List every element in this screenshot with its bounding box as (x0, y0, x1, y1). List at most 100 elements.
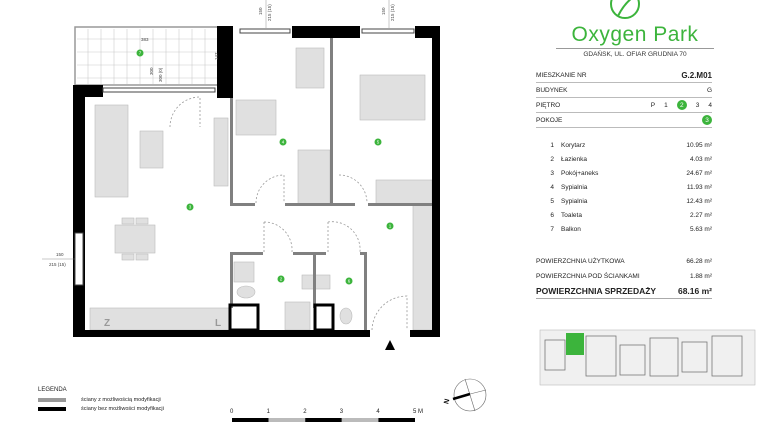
floor-option-1: 1 (664, 101, 668, 109)
room-name: Toaleta (561, 211, 582, 219)
window-left2-dim: 215 (15) (49, 262, 66, 267)
room-area: 4.03 m² (689, 155, 712, 163)
apartment-label: MIESZKANIE NR (536, 71, 587, 79)
key-plan-block (619, 344, 646, 376)
doors (169, 96, 408, 331)
fridge-mark: Z (104, 318, 110, 329)
floor-label: PIĘTRO (536, 101, 561, 109)
brand-name: Oxygen Park (571, 23, 699, 46)
compass-north-label: N (443, 398, 451, 405)
legend-swatch-gray (38, 398, 66, 402)
wall-area-label: POWIERZCHNIA POD ŚCIANKAMI (536, 272, 640, 280)
scale-label: 1 (266, 409, 270, 415)
scale-segment (268, 418, 306, 422)
room-marker-number: 4 (282, 140, 285, 145)
legend-swatch-black (38, 407, 66, 411)
room-name: Balkon (561, 225, 581, 233)
room-name: Sypialnia (561, 197, 588, 205)
legend-label: ściany bez możliwości modyfikacji (81, 406, 164, 412)
legend-item-modifiable: ściany z możliwością modyfikacji (38, 397, 161, 403)
apartment-row: MIESZKANIE NR G.2.M01 (536, 68, 712, 83)
entrance-arrow-icon (385, 340, 395, 350)
key-plan-block (649, 337, 679, 377)
scale-segment (378, 418, 415, 422)
room-area: 10.95 m² (686, 141, 712, 149)
room-number: 7 (550, 225, 554, 233)
key-plan-block (711, 335, 743, 377)
windows (74, 28, 415, 286)
room-name: Sypialnia (561, 183, 588, 191)
room-area: 2.27 m² (689, 211, 712, 219)
wall-area-row: POWIERZCHNIA POD ŚCIANKAMI 1.88 m² (536, 269, 712, 283)
room-row: 7 Balkon 5.63 m² (536, 223, 712, 235)
balcony-v2-dim: 300 (0) (158, 67, 163, 82)
room-name: Łazienka (561, 155, 588, 163)
balcony (74, 26, 229, 86)
room-row: 6 Toaleta 2.27 m² (536, 209, 712, 221)
scale-label: 4 (376, 409, 380, 415)
room-marker-6 (345, 277, 353, 285)
floor-option-2: 2 (676, 100, 687, 110)
usable-area-row: POWIERZCHNIA UŻYTKOWA 66.28 m² (536, 254, 712, 268)
room-number: 5 (550, 197, 554, 205)
apartment-value: G.2.M01 (681, 70, 712, 80)
room-number: 3 (550, 169, 554, 177)
balcony-width-dim: 383 (141, 37, 149, 42)
room-marker-5 (374, 138, 382, 146)
balcony-height-dim: 147 (214, 52, 219, 60)
room-area: 11.93 m² (686, 183, 712, 191)
legend-item-fixed: ściany bez możliwości modyfikacji (38, 406, 164, 412)
sale-area-value: 68.16 m² (677, 286, 712, 296)
room-marker-7 (136, 49, 144, 57)
room-marker-number: 3 (189, 205, 192, 210)
floor-option-P: P (650, 101, 656, 109)
legend-title: LEGENDA (38, 387, 67, 393)
window-a2-dim: 215 (15) (267, 4, 272, 21)
room-row: 2 Łazienka 4.03 m² (536, 153, 712, 165)
room-marker-1 (386, 222, 394, 230)
rooms-count-row: POKOJE 3 (536, 113, 712, 128)
rooms-count-label: POKOJE (536, 116, 563, 124)
scale-bar (232, 418, 415, 422)
dishwasher-mark: L (215, 318, 221, 329)
room-marker-number: 1 (389, 224, 392, 229)
floor-option-4: 4 (708, 101, 712, 109)
room-marker-4 (279, 138, 287, 146)
usable-area-value: 66.28 m² (686, 257, 712, 265)
room-area: 5.63 m² (689, 225, 712, 233)
room-row: 4 Sypialnia 11.93 m² (536, 181, 712, 193)
logo-leaf-icon (610, 0, 640, 19)
room-marker-number: 6 (348, 279, 351, 284)
room-number: 4 (550, 183, 554, 191)
scale-label: 0 (230, 409, 234, 415)
room-marker-2 (277, 275, 285, 283)
usable-area-label: POWIERZCHNIA UŻYTKOWA (536, 257, 625, 265)
scale-label: 5 M (413, 409, 424, 415)
room-marker-3 (186, 203, 194, 211)
scale-label: 2 (303, 409, 307, 415)
dimensions: 383 147 300 300 (0) 150 215 (15) 150 215… (42, 0, 395, 267)
scale-segment (305, 418, 342, 422)
room-marker-number: 2 (280, 277, 283, 282)
furniture (89, 47, 434, 331)
building-label: BUDYNEK (536, 86, 568, 94)
rooms-count-badge: 3 (702, 115, 712, 125)
wall-area-value: 1.88 m² (689, 272, 712, 280)
legend-label: ściany z możliwością modyfikacji (81, 397, 161, 403)
window-b2-dim: 215 (15) (390, 4, 395, 21)
scale-segment (232, 418, 269, 422)
key-plan-block (585, 335, 617, 377)
room-area: 24.67 m² (686, 169, 712, 177)
building-row: BUDYNEK G (536, 83, 712, 98)
room-number: 6 (550, 211, 554, 219)
room-marker-number: 7 (139, 51, 142, 56)
key-plan-block (544, 339, 566, 371)
balcony-v1-dim: 300 (149, 67, 154, 75)
room-number: 2 (550, 155, 554, 163)
brand-address: GDAŃSK, UL. OFIAR GRUDNIA 70 (583, 51, 687, 58)
sale-area-row: POWIERZCHNIA SPRZEDAŻY 68.16 m² (536, 284, 712, 299)
window-b-dim: 150 (381, 7, 386, 15)
